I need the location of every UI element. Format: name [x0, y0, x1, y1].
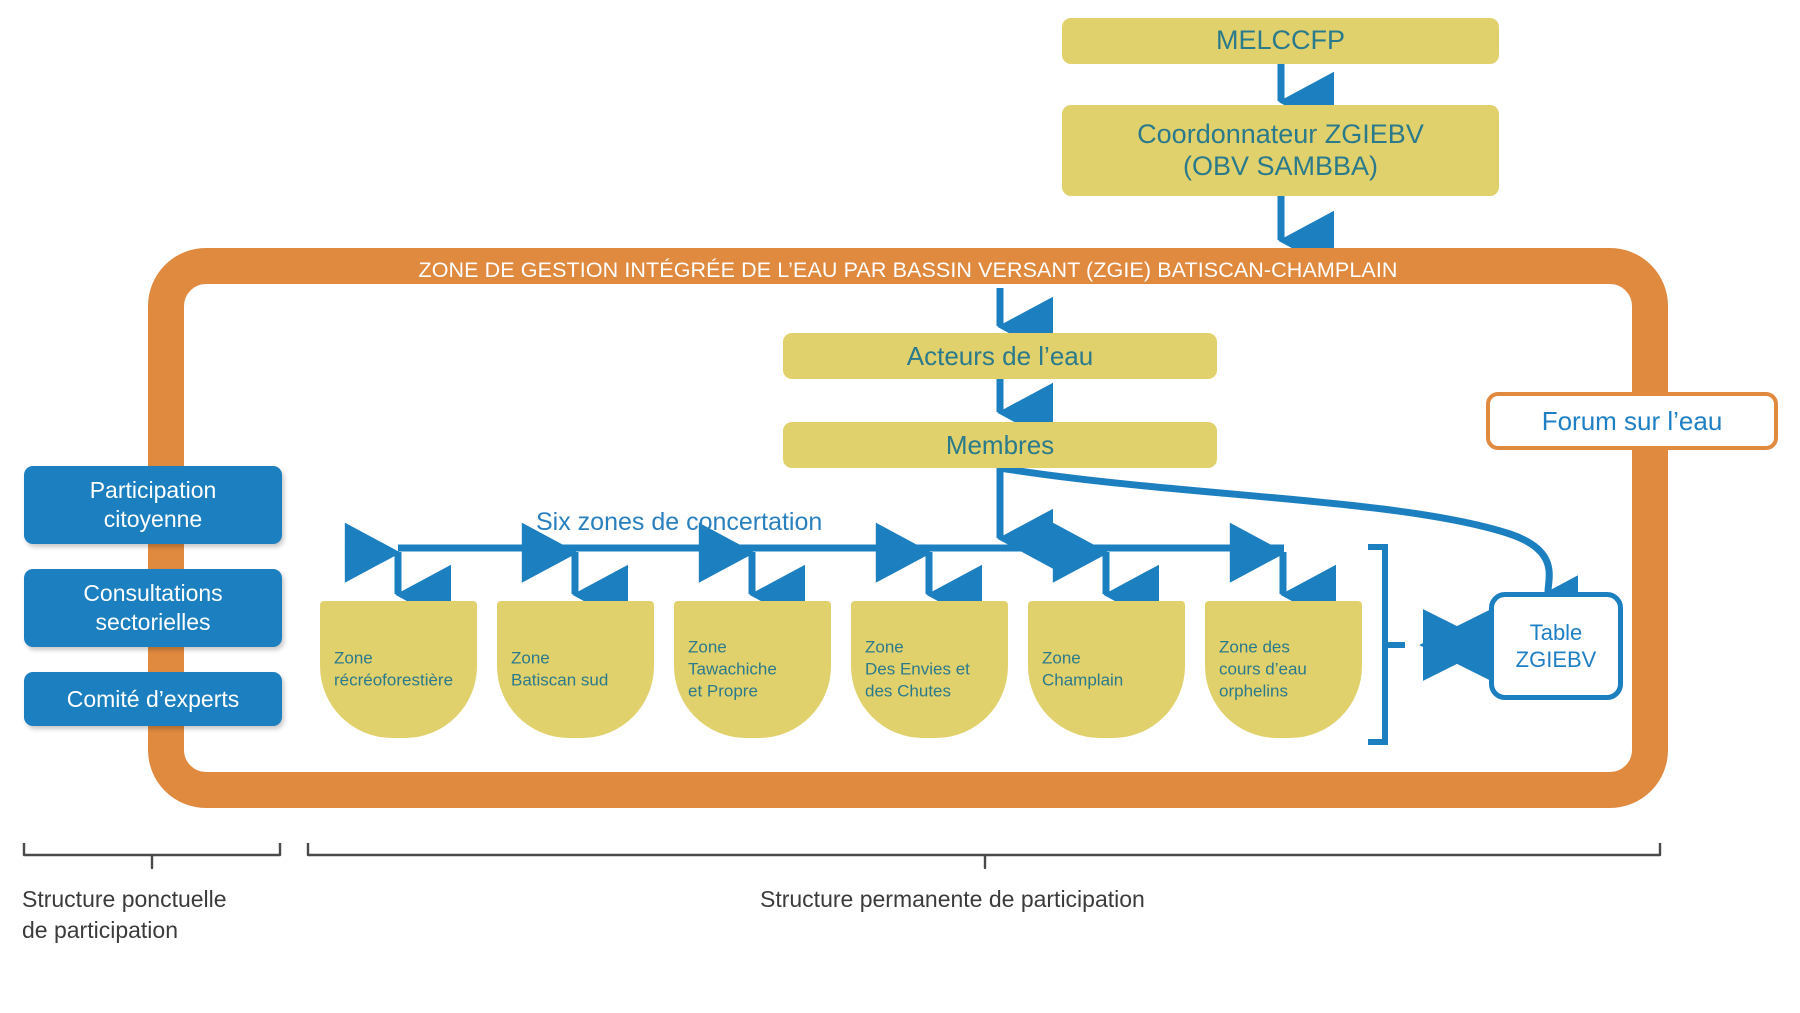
concertation-label-text: Six zones de concertation [536, 507, 823, 536]
zgie-frame-title: ZONE DE GESTION INTÉGRÉE DE L’EAU PAR BA… [418, 257, 1398, 282]
zone-blob-3[interactable]: Zone Tawachiche et Propre [674, 601, 831, 738]
brace-label-right: Structure permanente de participation [760, 884, 1280, 915]
zone-blob-5[interactable]: Zone Champlain [1028, 601, 1185, 738]
zone-3-line3: et Propre [688, 681, 758, 701]
table-zgiebv-line2: ZGIEBV [1515, 647, 1597, 672]
node-acteurs-de-leau[interactable]: Acteurs de l’eau [783, 333, 1217, 379]
concertation-label: Six zones de concertation [536, 505, 896, 539]
node-table-zgiebv[interactable]: Table ZGIEBV [1489, 592, 1623, 700]
comite-experts-label: Comité d’experts [66, 685, 240, 712]
node-coordonnateur[interactable]: Coordonnateur ZGIEBV (OBV SAMBBA) [1062, 105, 1499, 196]
forum-label: Forum sur l’eau [1541, 405, 1723, 436]
brace-left-line2: de participation [22, 917, 178, 944]
zone-3-line2: Tawachiche [688, 659, 777, 679]
zone-6-text: Zone des cours d’eau orphelins [1219, 636, 1352, 703]
zone-blob-4[interactable]: Zone Des Envies et des Chutes [851, 601, 1008, 738]
brace-right [306, 843, 1662, 870]
zone-3-line1: Zone [688, 636, 727, 656]
zone-4-line3: des Chutes [865, 681, 951, 701]
node-melccfp[interactable]: MELCCFP [1062, 18, 1499, 64]
participation-line2: citoyenne [103, 506, 203, 532]
brace-label-left: Structure ponctuelle de participation [22, 884, 322, 946]
zone-4-line1: Zone [865, 636, 904, 656]
zone-blob-6[interactable]: Zone des cours d’eau orphelins [1205, 601, 1362, 738]
zone-1-line1: Zone [334, 648, 373, 668]
coordonnateur-line2: (OBV SAMBBA) [1182, 150, 1379, 181]
zone-2-line2: Batiscan sud [511, 670, 609, 690]
participation-line1: Participation [89, 477, 217, 504]
brace-right-line1: Structure permanente de participation [760, 886, 1145, 912]
zone-6-line1: Zone des [1219, 636, 1290, 656]
node-participation-citoyenne[interactable]: Participation citoyenne [24, 466, 282, 544]
curve-members-to-table [999, 464, 1579, 610]
zone-5-line2: Champlain [1042, 670, 1124, 690]
brace-left [22, 843, 282, 870]
consultations-line1: Consultations [83, 580, 223, 607]
melccfp-label: MELCCFP [1215, 25, 1345, 56]
zone-4-text: Zone Des Envies et des Chutes [865, 636, 998, 703]
zone-2-line1: Zone [511, 648, 550, 668]
node-forum-sur-leau[interactable]: Forum sur l’eau [1486, 392, 1778, 450]
table-zgiebv-line1: Table [1529, 619, 1583, 645]
zone-6-line2: cours d’eau [1219, 659, 1307, 679]
consultations-line2: sectorielles [95, 609, 211, 635]
membres-label: Membres [945, 429, 1055, 460]
brace-left-line1: Structure ponctuelle [22, 886, 227, 912]
node-membres[interactable]: Membres [783, 422, 1217, 468]
zone-3-text: Zone Tawachiche et Propre [688, 636, 821, 703]
acteurs-label: Acteurs de l’eau [906, 340, 1094, 371]
zone-blob-1[interactable]: Zone récréoforestière [320, 601, 477, 738]
zone-5-line1: Zone [1042, 648, 1081, 668]
zone-4-line2: Des Envies et [865, 659, 970, 679]
zone-2-text: Zone Batiscan sud [511, 647, 644, 692]
zone-5-text: Zone Champlain [1042, 647, 1175, 692]
zone-blob-2[interactable]: Zone Batiscan sud [497, 601, 654, 738]
zone-6-line3: orphelins [1219, 681, 1288, 701]
coordonnateur-line1: Coordonnateur ZGIEBV [1137, 119, 1424, 150]
zone-1-line2: récréoforestière [334, 670, 454, 690]
node-consultations-sectorielles[interactable]: Consultations sectorielles [24, 569, 282, 647]
zone-1-text: Zone récréoforestière [334, 647, 467, 692]
node-comite-experts[interactable]: Comité d’experts [24, 672, 282, 726]
